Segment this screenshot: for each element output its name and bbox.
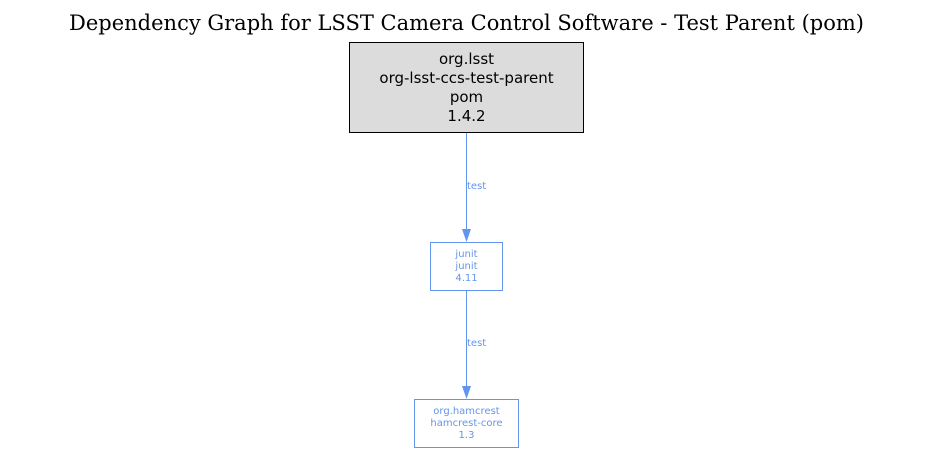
node-artifact-id: hamcrest-core	[430, 417, 503, 429]
edge-label-root-junit: test	[467, 181, 487, 192]
edge-label-junit-hamcrest: test	[467, 338, 487, 349]
node-version: 4.11	[455, 272, 478, 284]
node-version: 1.4.2	[447, 106, 486, 125]
edge-junit-hamcrest	[462, 291, 471, 399]
arrowhead-icon	[462, 229, 471, 242]
node-group-id: org.hamcrest	[433, 405, 500, 417]
node-group-id: org.lsst	[438, 49, 495, 68]
node-artifact-id: org-lsst-ccs-test-parent	[379, 68, 554, 87]
node-packaging: pom	[449, 87, 484, 106]
edge-root-junit	[462, 133, 471, 242]
node-hamcrest-core[interactable]: org.hamcrest hamcrest-core 1.3	[414, 399, 519, 448]
graph-title: Dependency Graph for LSST Camera Control…	[69, 11, 864, 35]
node-group-id: junit	[455, 248, 478, 260]
node-artifact-id: junit	[455, 260, 478, 272]
node-org-lsst-ccs-test-parent[interactable]: org.lsst org-lsst-ccs-test-parent pom 1.…	[349, 42, 584, 133]
node-version: 1.3	[458, 429, 475, 441]
arrowhead-icon	[462, 386, 471, 399]
node-junit[interactable]: junit junit 4.11	[430, 242, 503, 291]
